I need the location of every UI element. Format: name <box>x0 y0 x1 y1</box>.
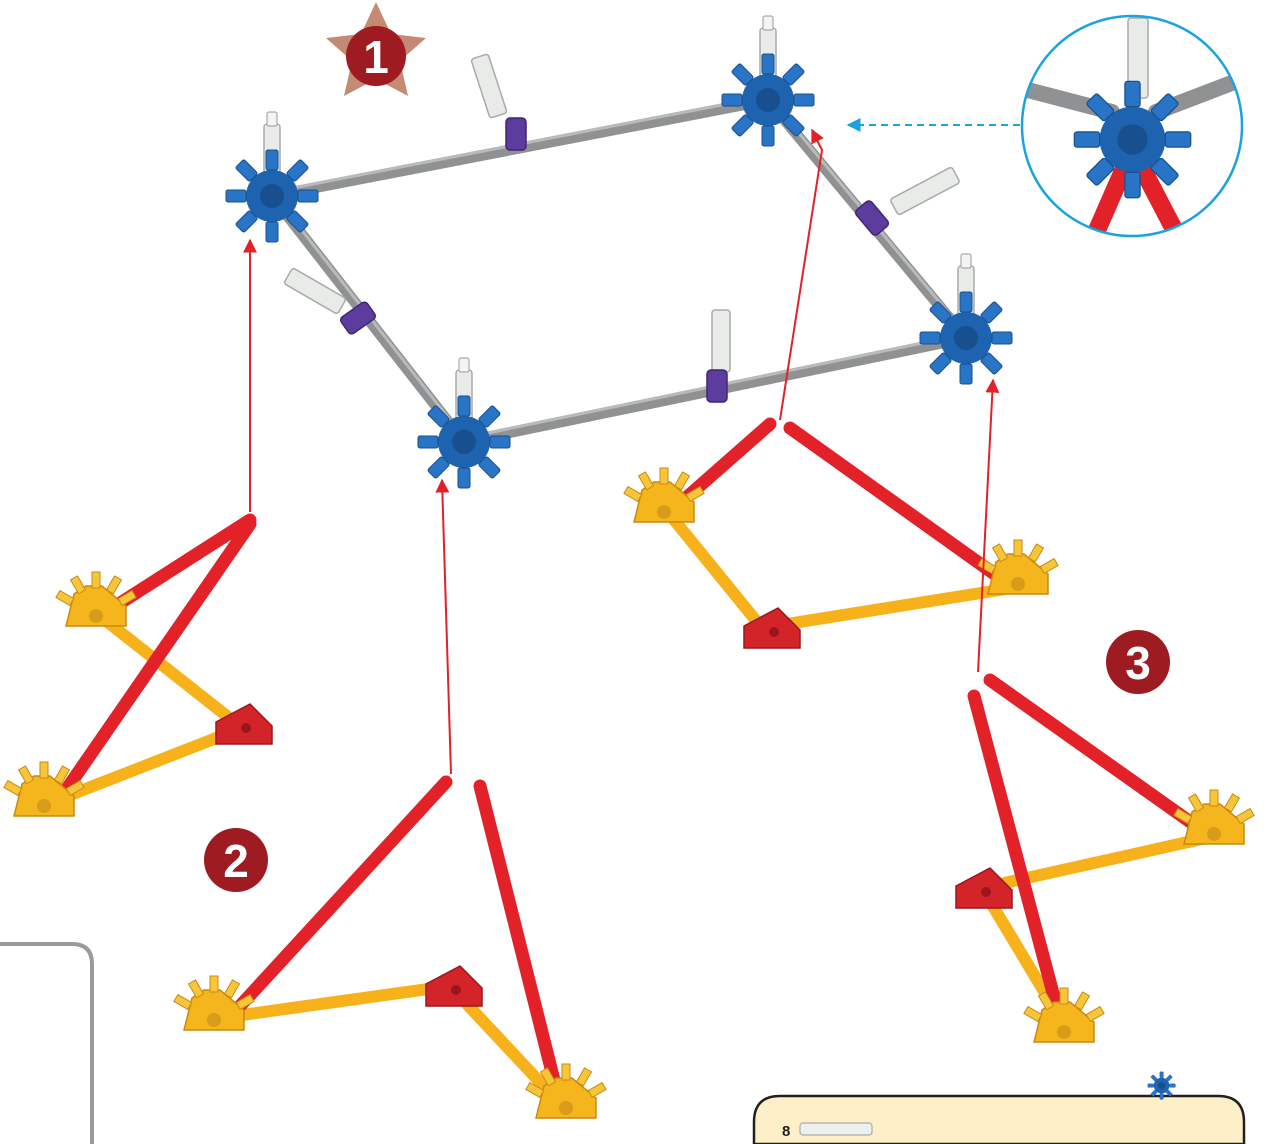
part-count-white-rod: 8 <box>782 1123 790 1140</box>
grey-rods <box>266 94 972 448</box>
arrow-leg-center <box>435 478 452 775</box>
leg-assembly-center <box>173 775 607 1119</box>
step-number-1: 1 <box>363 31 389 83</box>
step-number-3: 3 <box>1125 637 1151 689</box>
leg-assembly-lower-right <box>955 673 1255 1043</box>
step-badge-1: 1 <box>326 2 426 96</box>
leg-assembly-left <box>3 513 273 817</box>
blue-connector-top-right <box>721 15 815 147</box>
assembly-arrows <box>243 128 1000 775</box>
step-badge-2: 2 <box>204 828 268 892</box>
white-rod-icon <box>799 1122 873 1136</box>
leg-assembly-upper-right <box>623 417 1059 649</box>
side-panel-frame <box>0 942 94 1144</box>
step-badge-3: 3 <box>1106 630 1170 694</box>
parts-box: 8 <box>752 1071 1246 1144</box>
detail-callout <box>1020 14 1244 238</box>
purple-clip-bottom <box>706 309 731 403</box>
step-number-2: 2 <box>223 835 249 887</box>
purple-clip-left <box>284 268 378 337</box>
arrow-leg-upper-right <box>779 128 824 421</box>
top-frame <box>225 15 1013 489</box>
purple-clip-right <box>853 166 960 238</box>
purple-clip-top <box>470 53 527 151</box>
blue-connector-top-left <box>225 111 319 243</box>
blue-connector-right <box>919 253 1013 385</box>
blue-connector-icon <box>1147 1071 1176 1100</box>
blue-connector-bottom <box>417 357 511 489</box>
arrow-leg-lower-right <box>977 378 1000 673</box>
